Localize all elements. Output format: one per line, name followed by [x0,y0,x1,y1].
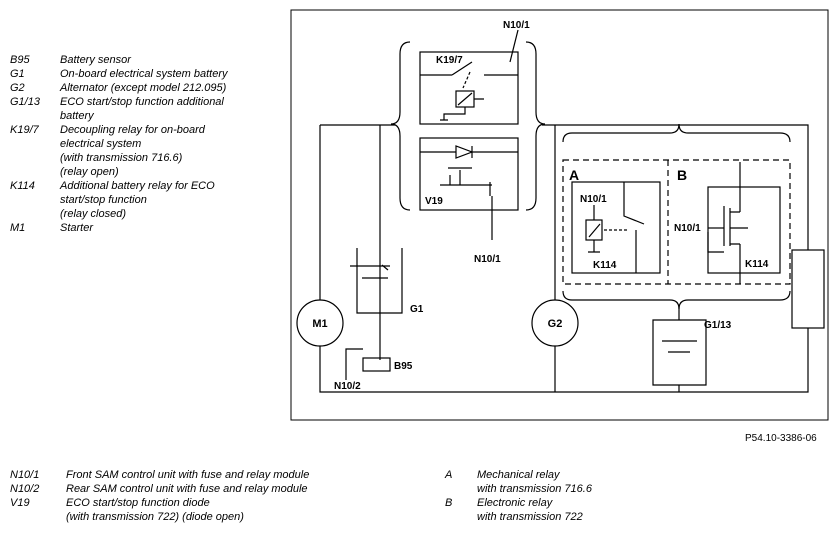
relay-a-k114-label: K114 [593,260,617,271]
k19-7-coil-wires [440,92,484,121]
g113-battery-plates [662,340,697,353]
legend-row: G2 Alternator (except model 212.095) [10,81,260,95]
legend-description: Battery sensor [60,54,131,66]
relay-a-contact [623,182,645,273]
k19-7-label: K19/7 [436,55,463,66]
g1-label: G1 [410,304,424,315]
v19-box [419,137,519,211]
legend-description: Rear SAM control unit with fuse and rela… [66,483,308,495]
legend-code: K114 [10,180,35,192]
legend-code: B [445,497,453,509]
k19-7-contact [420,61,518,76]
v19-diode [420,145,518,159]
relay-a-coil-wires [588,223,601,253]
legend-row: N10/1 Front SAM control unit with fuse an… [10,468,446,482]
legend-description: Front SAM control unit with fuse and rel… [66,469,310,481]
k19-7-linkage [462,71,471,89]
n10-1-top-label: N10/1 [503,20,530,31]
g113-battery-box [652,319,707,386]
legend-row: M1 Starter [10,221,260,235]
relay-b-k114-label: K114 [745,259,769,270]
g2-label: G2 [548,318,563,330]
k19-7-box [419,51,519,125]
legend-code: K19/7 [10,124,39,136]
legend-row: A Mechanical relay with transmission 716.… [445,468,677,496]
legend-code: M1 [10,222,26,234]
left-main-wire [319,125,809,393]
relay-a-n10-1-label: N10/1 [580,194,607,205]
legend-code: N10/2 [10,483,40,495]
n10-1-top-pointer [509,29,519,63]
legend-row: G1 On-board electrical system battery [10,67,260,81]
g2-symbol [531,299,579,347]
n10-1-mid-label: N10/1 [474,254,501,265]
m1-symbol [296,299,344,347]
legend-description: Alternator (except model 212.095) [60,82,227,94]
k114-dashed-outline [562,159,791,285]
legend-code: A [445,469,453,481]
n10-2-label: N10/2 [334,381,361,392]
figure-reference: P54.10-3386-06 [745,433,817,444]
legend-description: Starter [60,222,94,234]
b95-wire [345,348,363,380]
g113-label: G1/13 [704,320,732,331]
legend-row: N10/2 Rear SAM control unit with fuse and… [10,482,446,496]
legend-description: Mechanical relay with transmission 716.6 [477,469,592,495]
legend-row: K114 Additional battery relay for ECO sta… [10,179,260,221]
legend-bottom-left: N10/1 Front SAM control unit with fuse an… [10,468,446,524]
legend-description: Decoupling relay for on-board electrical… [60,124,205,178]
legend-code: G2 [10,82,25,94]
b95-symbol [362,357,391,372]
legend-row: B95 Battery sensor [10,53,260,67]
g1-battery-plates [350,264,390,279]
left-brace [390,41,411,211]
legend-description: ECO start/stop function additional batte… [60,96,224,122]
legend-row: K19/7 Decoupling relay for on-board elect… [10,123,260,179]
consumer-symbol [791,249,825,329]
legend-row: V19 ECO start/stop function diode (with t… [10,496,446,524]
k114-bottom-brace [562,290,791,310]
relay-b-sense [707,232,724,253]
relay-b-box [707,186,781,274]
v19-transistor [440,167,492,196]
legend-row: G1/13 ECO start/stop function additional … [10,95,260,123]
relay-b-n10-1-label: N10/1 [674,223,701,234]
legend-code: G1/13 [10,96,40,108]
diagram-frame [290,9,829,421]
legend-row: B Electronic relay with transmission 722 [445,496,677,524]
legend-code: V19 [10,497,30,509]
legend-description: Electronic relay with transmission 722 [477,497,583,523]
legend-description: ECO start/stop function diode (with tran… [66,497,244,523]
right-brace [525,41,546,211]
legend-code: B95 [10,54,30,66]
top-right-wire [542,124,809,250]
legend-code: G1 [10,68,25,80]
relay-a-coil [585,219,603,241]
legend-description: On-board electrical system battery [60,68,228,80]
m1-label: M1 [312,318,327,330]
b95-label: B95 [394,361,413,372]
legend-description: Additional battery relay for ECO start/s… [60,180,215,220]
k114-top-brace [562,123,791,143]
relay-a-box [571,181,661,274]
v19-label: V19 [425,196,443,207]
option-a-label: A [569,167,579,183]
legend-bottom-right: A Mechanical relay with transmission 716.… [445,468,677,524]
relay-b-fet [723,206,748,246]
g1-battery-box [356,248,403,314]
legend-code: N10/1 [10,469,40,481]
option-b-label: B [677,167,687,183]
